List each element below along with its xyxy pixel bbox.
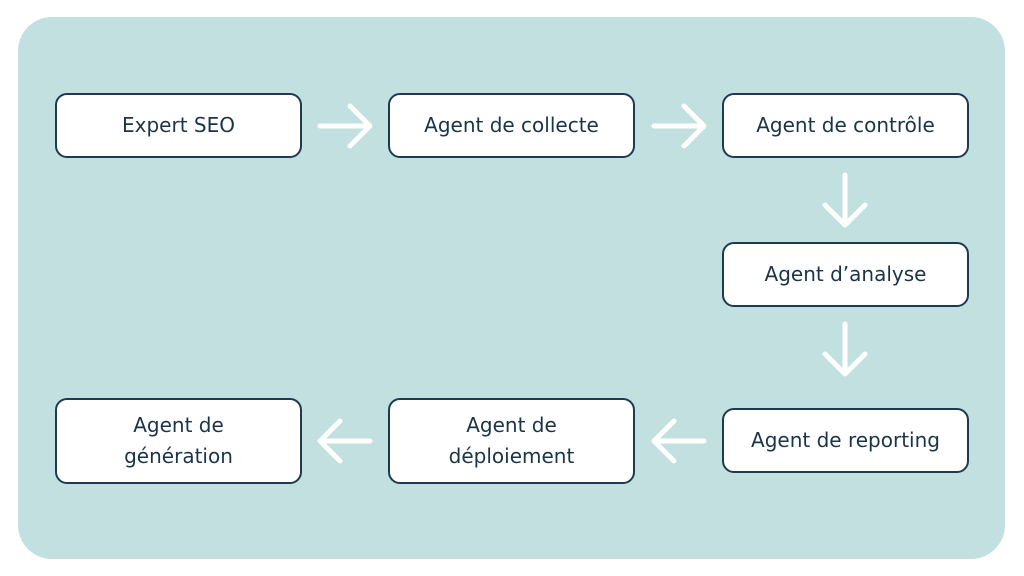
arrow-left-icon (651, 418, 707, 464)
node-agent-deploiement-label: Agent de déploiement (448, 413, 575, 468)
node-agent-controle: Agent de contrôle (722, 93, 969, 158)
node-agent-generation: Agent de génération (55, 398, 302, 484)
node-agent-analyse: Agent d’analyse (722, 242, 969, 307)
node-agent-analyse-label: Agent d’analyse (764, 262, 927, 286)
arrow-down-icon (822, 321, 868, 377)
node-agent-deploiement: Agent de déploiement (388, 398, 635, 484)
arrow-right-icon (651, 103, 707, 149)
arrow-left-icon (317, 418, 373, 464)
node-expert-seo: Expert SEO (55, 93, 302, 158)
node-agent-controle-label: Agent de contrôle (756, 113, 935, 137)
arrow-down-icon (822, 172, 868, 228)
node-agent-reporting-label: Agent de reporting (751, 428, 940, 452)
node-agent-generation-label: Agent de génération (124, 413, 233, 468)
arrow-right-icon (317, 103, 373, 149)
node-agent-reporting: Agent de reporting (722, 408, 969, 473)
node-agent-collecte-label: Agent de collecte (424, 113, 599, 137)
node-expert-seo-label: Expert SEO (122, 113, 235, 137)
node-agent-collecte: Agent de collecte (388, 93, 635, 158)
